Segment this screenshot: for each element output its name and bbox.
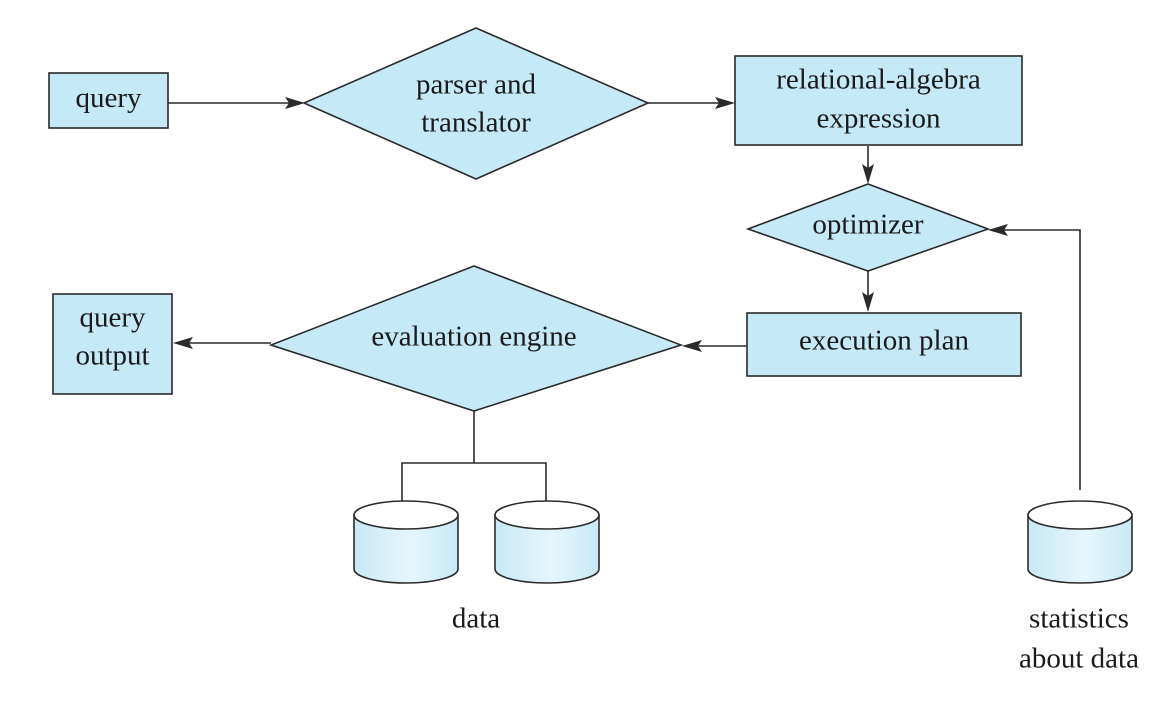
query-output-label-line1: query xyxy=(79,302,146,334)
edge-data-branch xyxy=(401,462,547,504)
statistics-store-icon xyxy=(1027,500,1133,584)
evaluation-engine-node: evaluation engine xyxy=(268,265,684,412)
query-output-label-line2: output xyxy=(75,340,149,372)
arrowhead-optimizer-right xyxy=(988,224,1008,236)
data-store-2-icon xyxy=(494,500,600,584)
arrowhead-execution-plan xyxy=(862,292,874,312)
statistics-label-line2: about data xyxy=(1019,643,1139,675)
arrowhead-evaluation-engine xyxy=(682,340,702,352)
parser-label-line1: parser and xyxy=(416,69,536,101)
query-node: query xyxy=(48,72,169,129)
optimizer-node: optimizer xyxy=(745,183,991,272)
edge-statistics-to-optimizer xyxy=(1002,229,1081,490)
connectors xyxy=(168,97,1081,504)
relational-algebra-label-line2: expression xyxy=(816,103,941,135)
arrowhead-parser xyxy=(285,97,305,109)
parser-translator-node: parser and translator xyxy=(302,27,650,180)
optimizer-label: optimizer xyxy=(812,209,923,241)
arrowhead-query-output xyxy=(173,337,193,349)
arrowhead-optimizer-top xyxy=(862,164,874,184)
execution-plan-node: execution plan xyxy=(746,312,1022,377)
relational-algebra-label-line1: relational-algebra xyxy=(776,64,981,96)
statistics-label-line1: statistics xyxy=(1029,603,1129,635)
data-label: data xyxy=(452,603,500,635)
parser-label-line2: translator xyxy=(421,107,531,139)
query-label: query xyxy=(75,82,142,114)
relational-algebra-node: relational-algebra expression xyxy=(734,55,1023,146)
evaluation-engine-label: evaluation engine xyxy=(371,321,576,353)
query-output-node: query output xyxy=(52,293,173,395)
data-store-1-icon xyxy=(353,500,459,584)
arrowhead-relational-algebra xyxy=(715,97,735,109)
execution-plan-label: execution plan xyxy=(799,325,969,357)
